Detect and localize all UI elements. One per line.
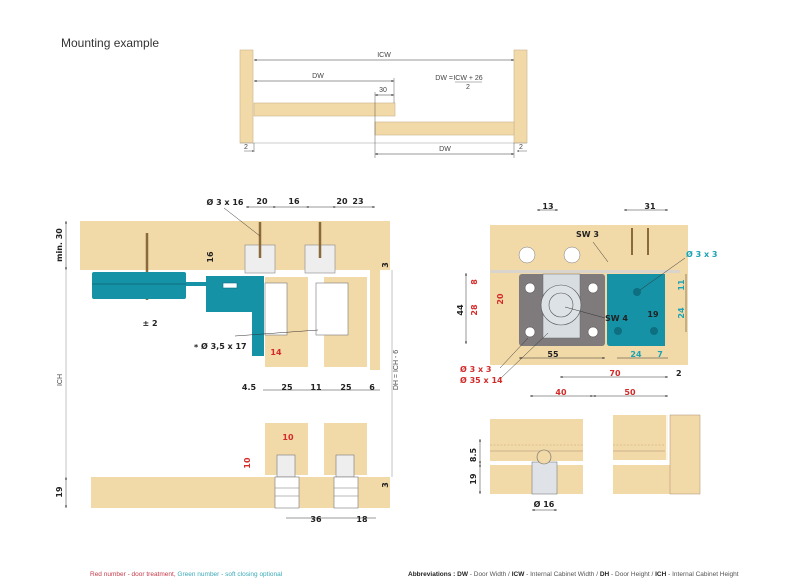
label-sw3: SW 3 — [576, 230, 599, 239]
label-screw-top: Ø 3 x 16 — [206, 197, 243, 207]
label-overlap: 30 — [379, 87, 387, 94]
svg-text:4.5: 4.5 — [242, 383, 257, 392]
svg-text:ICH: ICH — [57, 374, 64, 386]
front-door — [253, 102, 396, 117]
svg-text:14: 14 — [270, 348, 282, 357]
label-icw: ICW — [377, 52, 391, 59]
soft-close-housing — [206, 276, 254, 312]
legend-red: Red number - door treatment, — [90, 571, 176, 578]
svg-text:19: 19 — [55, 486, 64, 498]
formula-numerator: ICW + 26 — [453, 75, 482, 82]
svg-text:28: 28 — [470, 304, 479, 316]
label-right-gap: 2 — [519, 144, 523, 151]
soft-close-plate — [607, 274, 665, 346]
svg-text:Ø 16: Ø 16 — [534, 499, 555, 509]
formula-lhs: DW = — [435, 75, 453, 82]
svg-text:DH = ICH - 6: DH = ICH - 6 — [393, 350, 400, 390]
svg-text:± 2: ± 2 — [142, 319, 157, 328]
detail-door-section — [490, 419, 583, 461]
svg-text:3: 3 — [381, 482, 390, 488]
soft-close-cylinder — [92, 272, 186, 299]
svg-text:min. 30: min. 30 — [55, 228, 64, 262]
svg-text:19: 19 — [469, 473, 478, 485]
svg-text:10: 10 — [243, 457, 252, 469]
right-cabinet-wall — [513, 49, 528, 144]
svg-text:16: 16 — [206, 251, 215, 263]
svg-text:13: 13 — [542, 202, 553, 211]
svg-text:50: 50 — [624, 388, 636, 397]
front-top-board — [490, 225, 688, 270]
svg-text:*: * — [194, 343, 199, 352]
svg-text:25: 25 — [281, 383, 293, 392]
cabinet-top-board — [80, 221, 390, 270]
svg-text:25: 25 — [340, 383, 352, 392]
label-left-gap: 2 — [244, 144, 248, 151]
label-dw-bottom: DW — [439, 146, 451, 153]
abbreviations: Abbreviations : DW - Door Width / ICW - … — [408, 571, 739, 578]
svg-text:16: 16 — [288, 197, 300, 206]
svg-text:6: 6 — [369, 383, 375, 392]
svg-text:18: 18 — [356, 515, 368, 524]
label-screw-side: Ø 3,5 x 17 — [201, 341, 247, 351]
side-view-diagram: Ø 3 x 16 20 16 20 23 min. 30 16 3 ± 2 * … — [55, 197, 400, 524]
svg-text:19: 19 — [647, 310, 659, 319]
svg-text:7: 7 — [657, 350, 663, 359]
svg-text:2: 2 — [676, 369, 682, 378]
svg-text:31: 31 — [644, 202, 656, 211]
svg-text:36: 36 — [310, 515, 322, 524]
color-legend: Red number - door treatment, Green numbe… — [90, 571, 282, 578]
svg-text:20: 20 — [336, 197, 348, 206]
svg-text:24: 24 — [677, 307, 686, 319]
svg-text:20: 20 — [496, 293, 505, 305]
svg-text:3: 3 — [381, 262, 390, 268]
svg-text:11: 11 — [677, 279, 686, 291]
top-roller-rear — [304, 244, 336, 274]
svg-text:23: 23 — [352, 197, 363, 206]
svg-text:55: 55 — [547, 350, 559, 359]
svg-text:24: 24 — [630, 350, 642, 359]
detail-side-section — [613, 415, 668, 460]
svg-text:8.5: 8.5 — [469, 447, 478, 462]
svg-text:44: 44 — [456, 304, 465, 316]
left-cabinet-wall — [239, 49, 254, 144]
svg-text:Ø 3 x 3: Ø 3 x 3 — [686, 249, 717, 259]
front-view-diagram: 13 31 SW 3 SW 4 Ø 3 x 3 8 20 28 44 11 24… — [456, 202, 717, 397]
svg-text:Ø 35 x 14: Ø 35 x 14 — [460, 375, 503, 385]
svg-text:20: 20 — [256, 197, 268, 206]
rear-door — [374, 121, 515, 136]
soft-close-bracket — [252, 276, 264, 356]
legend-green: Green number - soft closing optional — [175, 571, 283, 578]
bottom-guide-detail: 8.5 19 Ø 16 — [469, 414, 701, 511]
top-view-diagram: ICW DW 30 2 2 DW DW = ICW + 26 2 — [239, 49, 528, 158]
svg-text:8: 8 — [470, 279, 479, 285]
svg-text:10: 10 — [282, 433, 294, 442]
label-dw-top: DW — [312, 73, 324, 80]
svg-text:11: 11 — [310, 383, 322, 392]
label-sw4: SW 4 — [605, 314, 628, 323]
formula-denominator: 2 — [466, 84, 470, 91]
svg-text:70: 70 — [609, 369, 621, 378]
page-title: Mounting example — [61, 36, 160, 50]
svg-text:40: 40 — [555, 388, 567, 397]
svg-text:Ø 3 x 3: Ø 3 x 3 — [460, 364, 491, 374]
